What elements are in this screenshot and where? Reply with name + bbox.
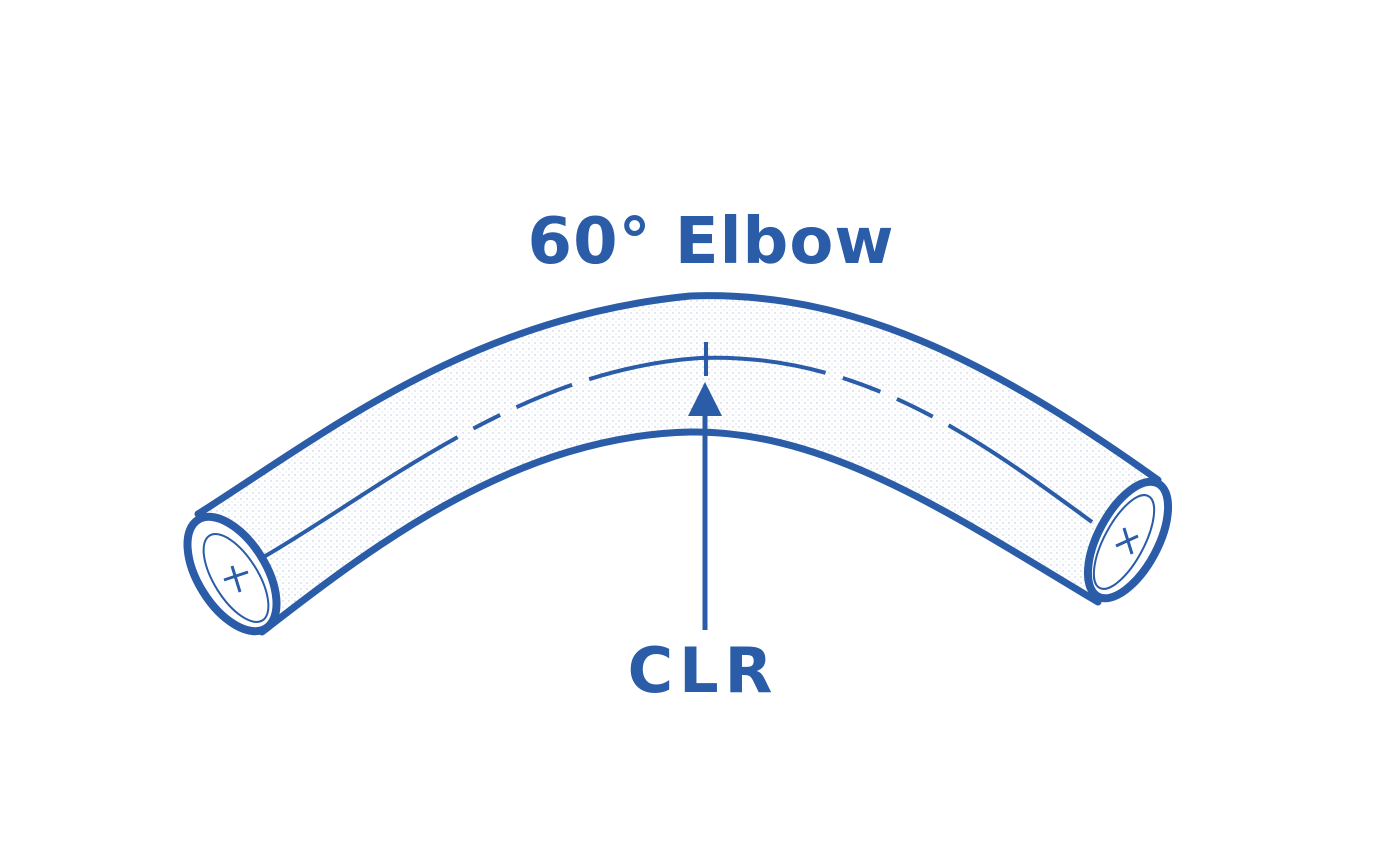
diagram-title: 60° Elbow	[527, 205, 895, 279]
right-tube-end	[1083, 477, 1173, 603]
left-tube-end	[183, 512, 281, 636]
clr-arrow	[688, 382, 722, 630]
centerline	[261, 355, 1094, 560]
tube-body	[198, 295, 1158, 632]
centerline-radius-label: CLR	[627, 634, 779, 707]
tube-inner-edge	[258, 428, 1102, 636]
tube-outer-edge	[194, 292, 1162, 518]
